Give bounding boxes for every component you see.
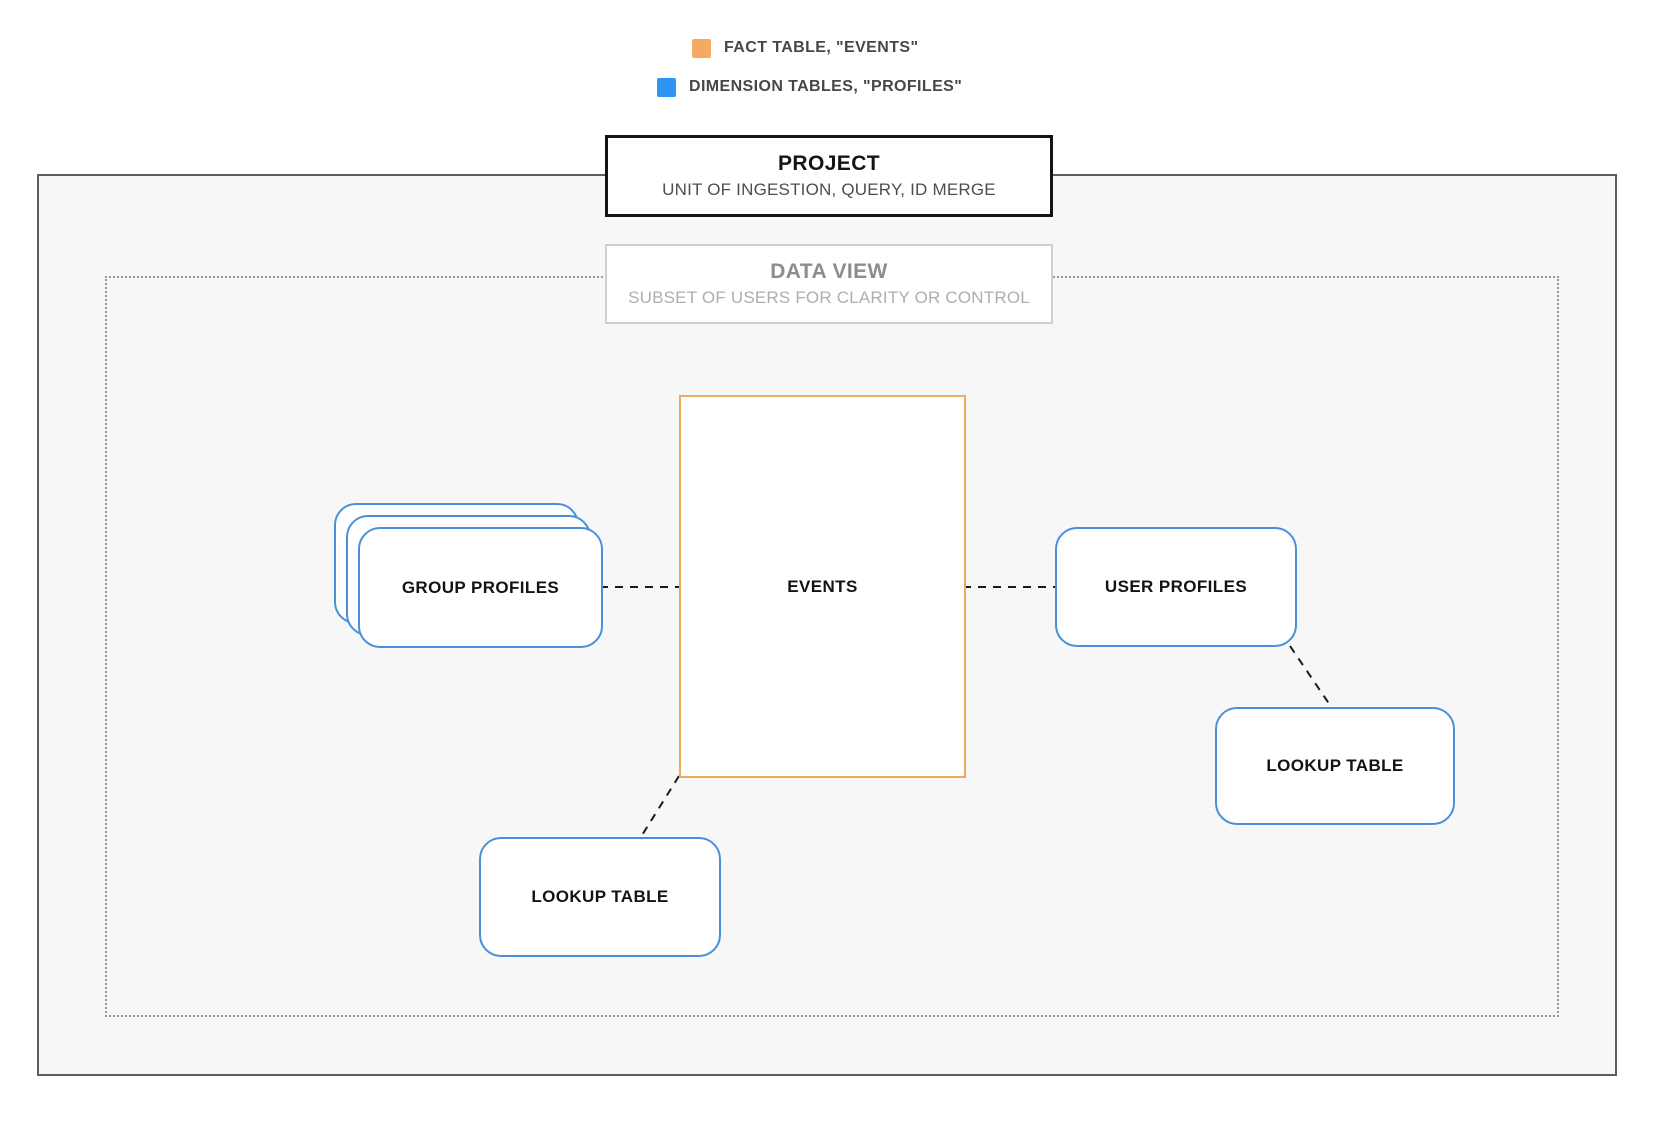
node-events: EVENTS: [679, 395, 966, 778]
data-view-title: DATA VIEW: [770, 260, 888, 283]
data-view-box: DATA VIEW SUBSET OF USERS FOR CLARITY OR…: [605, 244, 1053, 324]
node-lookup-table-right: LOOKUP TABLE: [1215, 707, 1455, 825]
project-title: PROJECT: [778, 152, 880, 175]
legend-item-dimension-tables: DIMENSION TABLES, "PROFILES": [657, 76, 962, 98]
legend-item-fact-table: FACT TABLE, "EVENTS": [692, 37, 918, 59]
fact-table-swatch-icon: [692, 38, 711, 58]
node-events-label: EVENTS: [787, 576, 858, 596]
node-user-profiles: USER PROFILES: [1055, 527, 1297, 647]
node-user-profiles-label: USER PROFILES: [1104, 577, 1248, 596]
project-subtitle: UNIT OF INGESTION, QUERY, ID MERGE: [662, 180, 996, 199]
node-group-profiles-label: GROUP PROFILES: [401, 577, 560, 597]
legend-label: DIMENSION TABLES, "PROFILES": [689, 78, 963, 95]
group-profiles-card-front: GROUP PROFILES: [358, 527, 603, 648]
node-lookup-table-bottom: LOOKUP TABLE: [479, 837, 721, 957]
node-lookup-table-bottom-label: LOOKUP TABLE: [531, 887, 669, 906]
legend-label: FACT TABLE, "EVENTS": [724, 39, 919, 56]
node-group-profiles: GROUP PROFILES: [334, 503, 603, 648]
dimension-tables-swatch-icon: [657, 77, 676, 97]
data-view-subtitle: SUBSET OF USERS FOR CLARITY OR CONTROL: [628, 288, 1030, 307]
project-box: PROJECT UNIT OF INGESTION, QUERY, ID MER…: [605, 135, 1053, 217]
node-lookup-table-right-label: LOOKUP TABLE: [1266, 756, 1404, 775]
